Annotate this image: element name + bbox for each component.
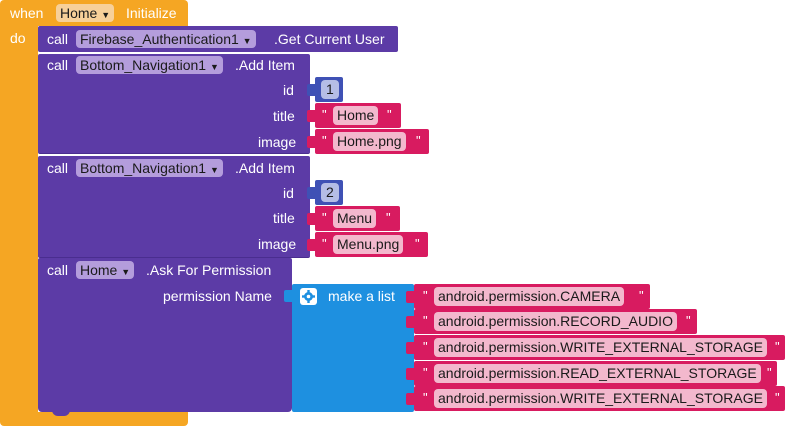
quote-open: " — [322, 236, 327, 251]
text-block-title-menu[interactable]: " Menu " — [315, 206, 400, 231]
text-field[interactable]: Menu.png — [333, 235, 404, 254]
quote-open: " — [423, 288, 428, 303]
quote-open: " — [423, 390, 428, 405]
call-block-bottom-notch — [52, 408, 70, 416]
text-block-permission-write-storage-2[interactable]: " android.permission.WRITE_EXTERNAL_STOR… — [414, 386, 785, 411]
text-block-permission-read-storage[interactable]: " android.permission.READ_EXTERNAL_STORA… — [414, 361, 777, 386]
component-label: Home — [80, 262, 118, 278]
quote-open: " — [423, 339, 428, 354]
socket-tab — [307, 187, 315, 199]
chevron-down-icon: ▼ — [242, 36, 252, 46]
socket-tab — [406, 316, 414, 328]
quote-close: " — [386, 210, 391, 225]
param-permission-name-label: permission Name — [163, 288, 272, 304]
socket-tab — [406, 368, 414, 380]
text-field[interactable]: android.permission.CAMERA — [434, 287, 625, 306]
param-title-label: title — [273, 108, 295, 124]
quote-close: " — [387, 107, 392, 122]
socket-tab — [307, 213, 315, 225]
param-title-label: title — [273, 210, 295, 226]
text-block-image-menu-png[interactable]: " Menu.png " — [315, 232, 428, 257]
chevron-down-icon: ▼ — [101, 10, 111, 20]
quote-open: " — [423, 365, 428, 380]
text-field[interactable]: android.permission.RECORD_AUDIO — [434, 312, 677, 331]
text-block-permission-write-storage[interactable]: " android.permission.WRITE_EXTERNAL_STOR… — [414, 335, 785, 360]
text-block-permission-record-audio[interactable]: " android.permission.RECORD_AUDIO " — [414, 309, 697, 334]
quote-open: " — [322, 133, 327, 148]
socket-tab — [307, 136, 315, 148]
quote-open: " — [322, 107, 327, 122]
chevron-down-icon: ▼ — [209, 62, 219, 72]
call-label: call — [47, 262, 69, 278]
make-a-list-label: make a list — [328, 288, 395, 304]
event-block-bottom — [0, 412, 188, 426]
socket-tab — [307, 239, 315, 251]
chevron-down-icon: ▼ — [121, 267, 131, 277]
quote-close: " — [775, 390, 780, 405]
event-name-label: Initialize — [126, 5, 177, 21]
text-field[interactable]: android.permission.WRITE_EXTERNAL_STORAG… — [434, 338, 767, 357]
event-block-left-bar — [0, 26, 38, 412]
socket-tab — [307, 110, 315, 122]
make-a-list-block[interactable] — [292, 284, 414, 412]
number-field[interactable]: 2 — [321, 183, 339, 202]
quote-close: " — [775, 339, 780, 354]
quote-close: " — [767, 365, 772, 380]
component-dropdown-bottom-nav[interactable]: Bottom_Navigation1 ▼ — [76, 56, 223, 74]
text-field[interactable]: Home — [333, 106, 379, 125]
quote-close: " — [686, 313, 691, 328]
param-image-label: image — [258, 236, 297, 252]
quote-close: " — [416, 133, 421, 148]
text-block-title-home[interactable]: " Home " — [315, 103, 401, 128]
method-label: .Ask For Permission — [146, 262, 272, 278]
component-dropdown-home[interactable]: Home ▼ — [76, 261, 135, 279]
gear-icon[interactable] — [300, 288, 317, 305]
socket-tab — [406, 342, 414, 354]
component-label: Bottom_Navigation1 — [80, 160, 207, 176]
when-label: when — [10, 5, 44, 21]
quote-close: " — [415, 236, 420, 251]
socket-tab — [284, 290, 292, 302]
call-label: call — [47, 31, 69, 47]
component-label: Firebase_Authentication1 — [80, 31, 239, 47]
method-label: .Get Current User — [274, 31, 385, 47]
component-label: Bottom_Navigation1 — [80, 57, 207, 73]
call-label: call — [47, 160, 69, 176]
param-id-label: id — [283, 185, 294, 201]
do-label: do — [10, 30, 26, 46]
number-field[interactable]: 1 — [321, 80, 339, 99]
text-field[interactable]: android.permission.READ_EXTERNAL_STORAGE — [434, 364, 761, 383]
param-id-label: id — [283, 82, 294, 98]
text-field[interactable]: Menu — [333, 209, 377, 228]
param-image-label: image — [258, 134, 297, 150]
quote-close: " — [639, 288, 644, 303]
component-dropdown-firebase[interactable]: Firebase_Authentication1 ▼ — [76, 30, 256, 48]
socket-tab — [406, 393, 414, 405]
event-component-label: Home — [60, 5, 98, 21]
socket-tab — [406, 291, 414, 303]
method-label: .Add Item — [235, 160, 295, 176]
chevron-down-icon: ▼ — [209, 165, 219, 175]
text-block-image-home-png[interactable]: " Home.png " — [315, 129, 429, 154]
method-label: .Add Item — [235, 57, 295, 73]
text-block-permission-camera[interactable]: " android.permission.CAMERA " — [414, 284, 650, 309]
number-block-id-2[interactable]: 2 — [315, 180, 343, 205]
number-block-id-1[interactable]: 1 — [315, 77, 343, 102]
call-block-ask-for-permission[interactable] — [38, 258, 292, 412]
quote-open: " — [322, 210, 327, 225]
event-component-dropdown[interactable]: Home ▼ — [56, 4, 115, 22]
text-field[interactable]: Home.png — [333, 132, 406, 151]
socket-tab — [307, 84, 315, 96]
component-dropdown-bottom-nav[interactable]: Bottom_Navigation1 ▼ — [76, 159, 223, 177]
quote-open: " — [423, 313, 428, 328]
call-label: call — [47, 57, 69, 73]
text-field[interactable]: android.permission.WRITE_EXTERNAL_STORAG… — [434, 389, 767, 408]
